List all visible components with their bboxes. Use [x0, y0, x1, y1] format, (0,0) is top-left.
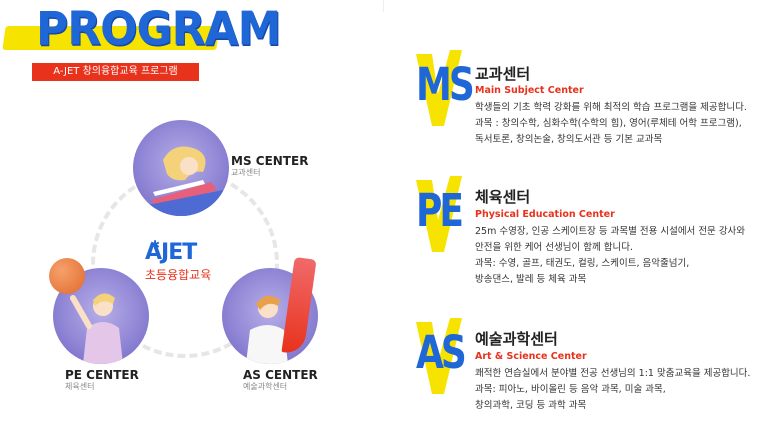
- top-divider: [383, 0, 384, 12]
- pe-center-illustration: [53, 268, 149, 364]
- as-badge-text: AS: [416, 327, 467, 379]
- pe-section-english: Physical Education Center: [475, 209, 615, 220]
- page-subtitle-bar: A-JET 창의융합교육 프로그램: [32, 63, 199, 81]
- ms-check-badge-icon: [416, 50, 462, 126]
- star-icon: ✱: [150, 238, 161, 252]
- pe-center-label: PE CENTER: [65, 368, 139, 382]
- ms-section-title: 교과센터: [475, 65, 531, 83]
- as-center-sublabel: 예술과학센터: [243, 382, 288, 391]
- ms-center-sublabel: 교과센터: [231, 168, 261, 177]
- ms-badge-text: MS: [416, 59, 475, 111]
- pe-badge-text: PE: [416, 185, 464, 237]
- ms-section-english: Main Subject Center: [475, 85, 584, 96]
- pe-check-badge-icon: [416, 176, 462, 252]
- ajet-logo: AJET: [145, 240, 197, 265]
- basketball-icon: [49, 258, 85, 294]
- pe-section-title: 체육센터: [475, 188, 531, 206]
- reading-girl-icon: [133, 146, 229, 216]
- as-section-english: Art & Science Center: [475, 351, 587, 362]
- pe-center-sublabel: 체육센터: [65, 382, 95, 391]
- ms-section-desc: 학생들의 기초 학력 강화를 위해 최적의 학습 프로그램을 제공합니다. 과목…: [475, 102, 747, 145]
- ms-center-illustration: [133, 120, 229, 216]
- ms-center-label: MS CENTER: [231, 154, 309, 168]
- page-title: PROGRAM: [36, 2, 281, 57]
- painting-girl-icon: [246, 295, 288, 364]
- as-section-desc: 쾌적한 연습실에서 분야별 전공 선생님의 1:1 맞춤교육을 제공합니다. 과…: [475, 368, 751, 411]
- pe-section-desc: 25m 수영장, 인공 스케이트장 등 과목별 전용 시설에서 전문 강사와 안…: [475, 226, 746, 285]
- as-center-label: AS CENTER: [243, 368, 318, 382]
- as-check-badge-icon: [416, 318, 462, 394]
- ajet-subtitle: 초등융합교육: [145, 268, 212, 282]
- as-section-title: 예술과학센터: [475, 330, 558, 348]
- basketball-kid-icon: [70, 293, 123, 364]
